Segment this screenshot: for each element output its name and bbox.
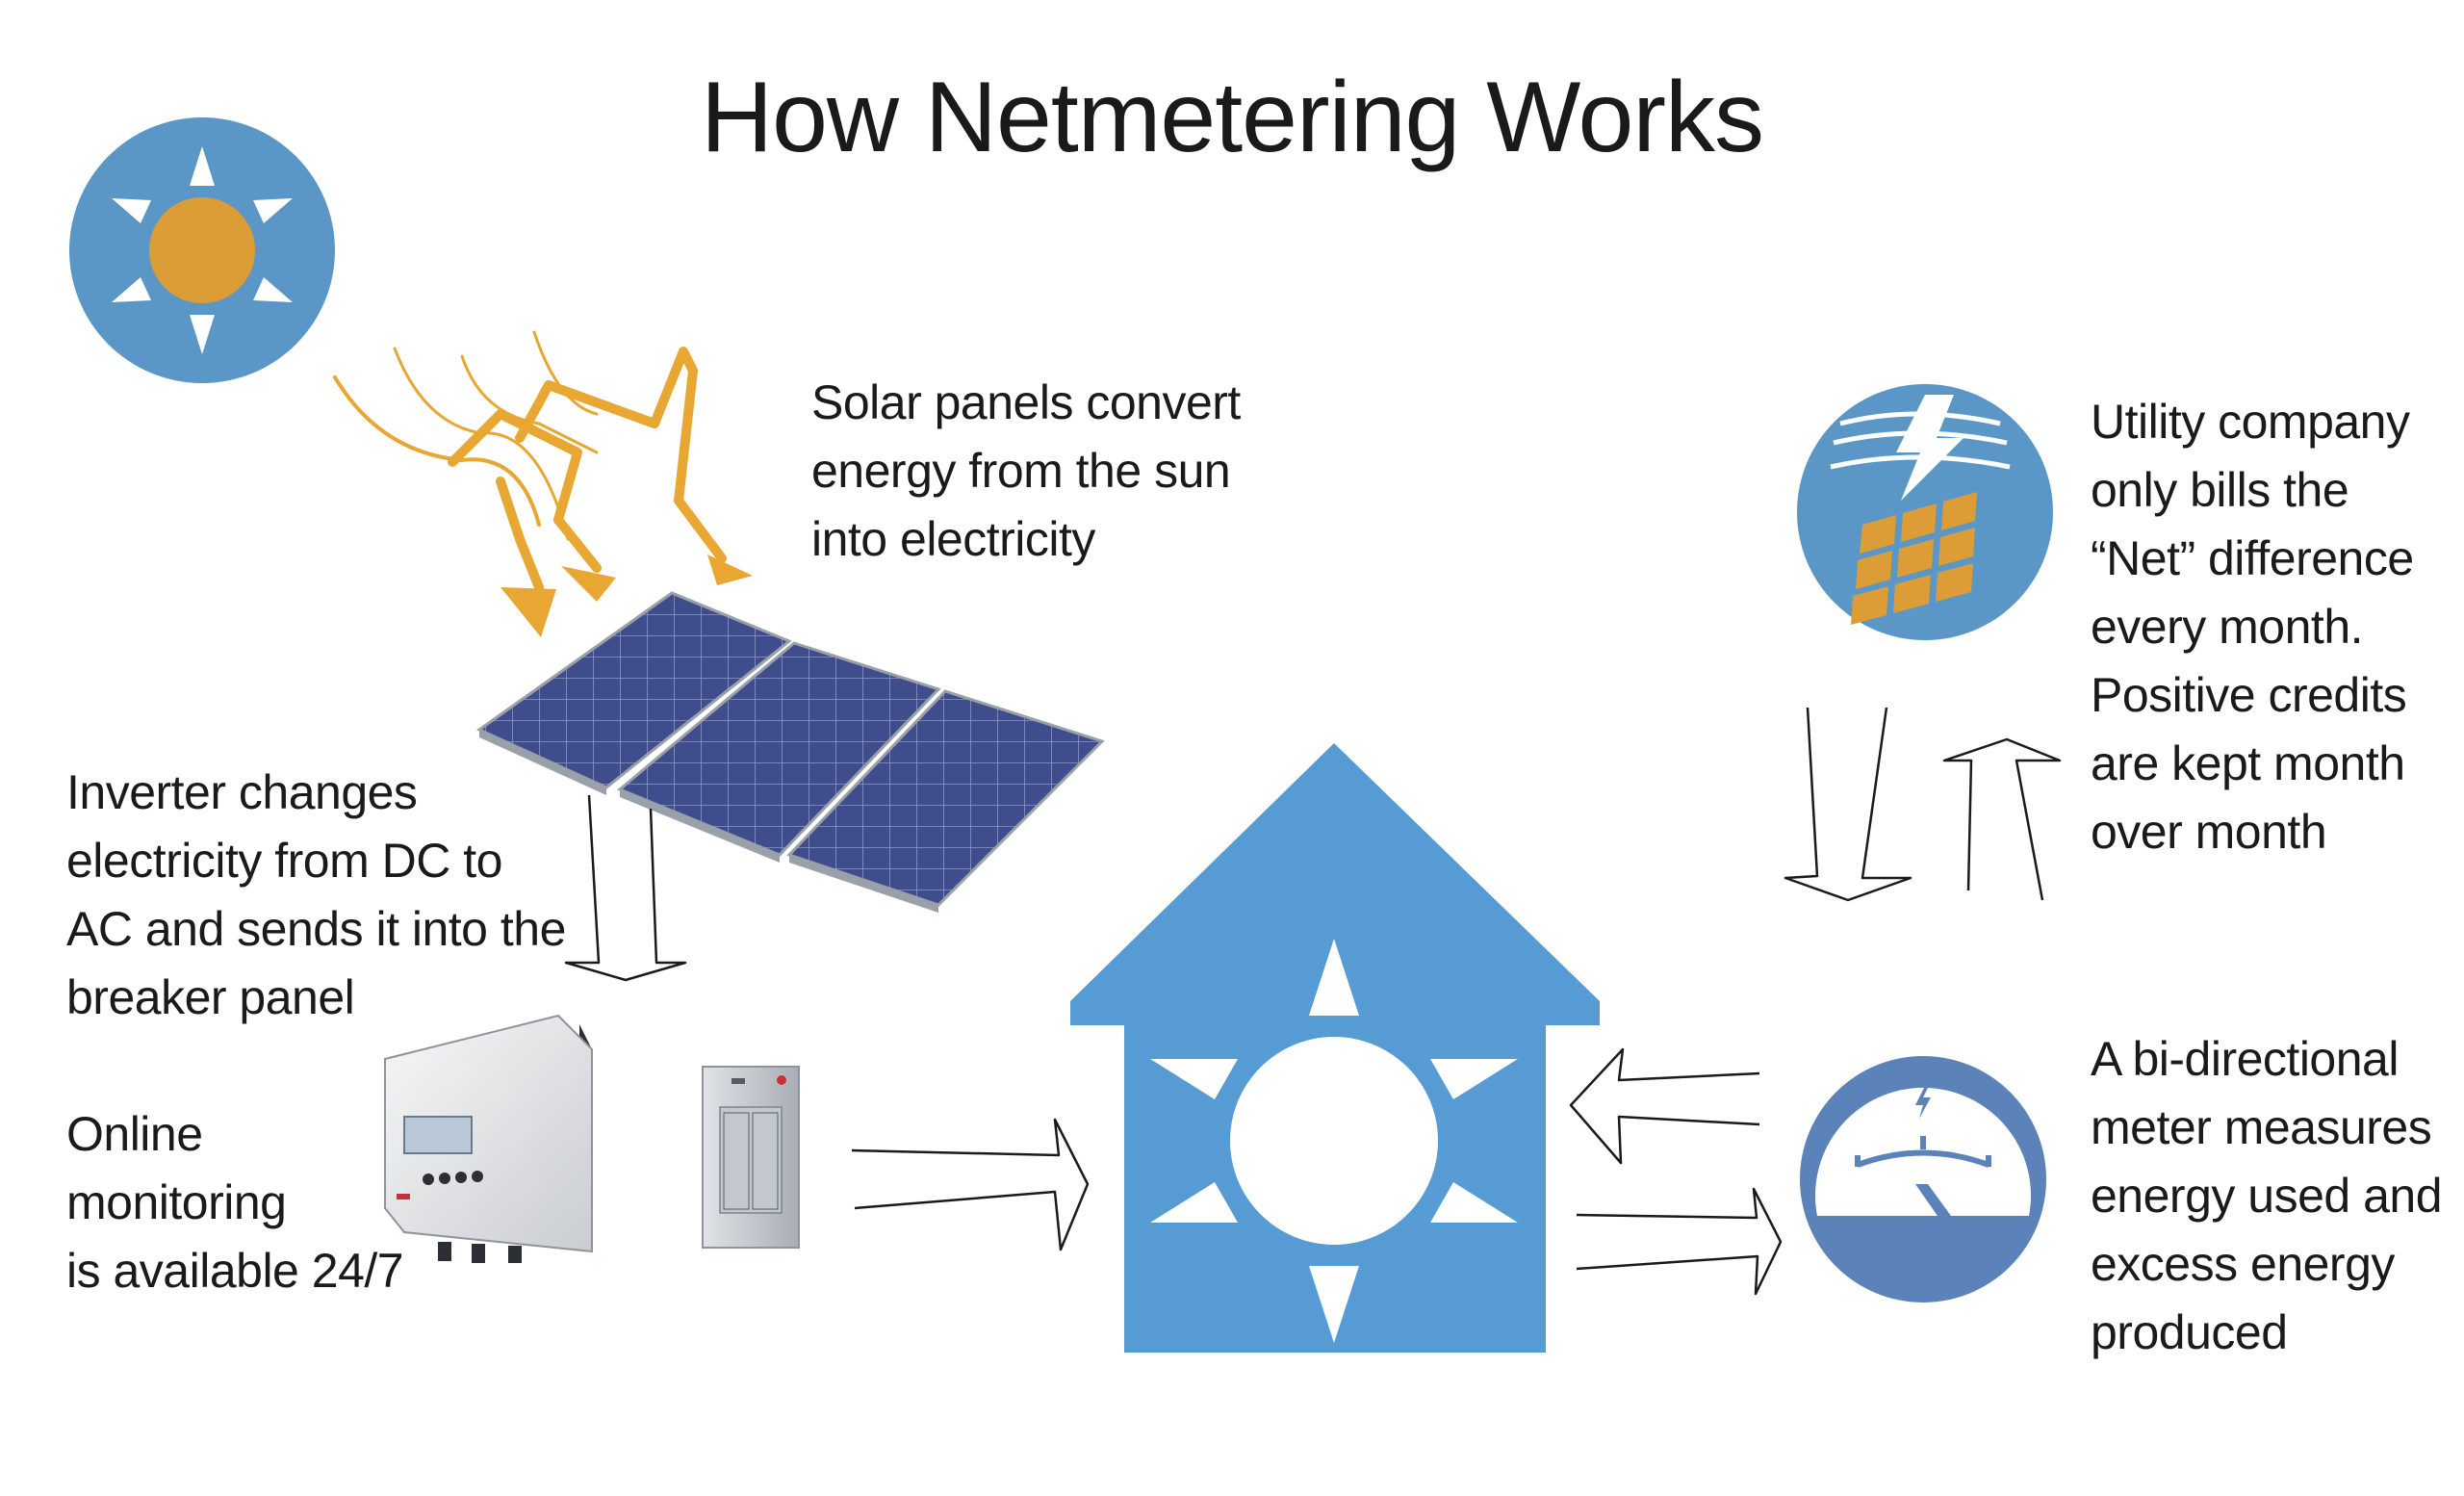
caption-inverter: Inverter changes electricity from DC to … xyxy=(66,765,566,1024)
arrow-panel-to-house xyxy=(851,1118,1090,1251)
arrow-house-to-meter xyxy=(1576,1187,1783,1296)
sun-icon xyxy=(69,117,335,383)
sun-rays-icon xyxy=(333,330,753,637)
meter-icon xyxy=(1800,1056,2046,1303)
caption-meter: A bi-directional meter measures energy u… xyxy=(2091,1032,2443,1359)
breaker-panel xyxy=(702,1066,800,1249)
arrow-meter-to-utility xyxy=(1942,737,2062,901)
inverter xyxy=(384,1014,593,1263)
caption-utility: Utility company only bills the “Net” dif… xyxy=(2091,395,2414,859)
caption-monitoring: Online monitoring is available 24/7 xyxy=(66,1107,404,1298)
page-title: How Netmetering Works xyxy=(700,62,1764,173)
house-icon xyxy=(1070,743,1600,1353)
arrow-utility-to-meter xyxy=(1784,707,1912,902)
caption-solar-panels: Solar panels convert energy from the sun… xyxy=(811,375,1241,566)
arrow-meter-to-house xyxy=(1569,1047,1760,1165)
utility-icon xyxy=(1797,384,2053,640)
solar-panels xyxy=(476,591,1105,913)
arrow-panels-to-inverter xyxy=(564,794,687,982)
